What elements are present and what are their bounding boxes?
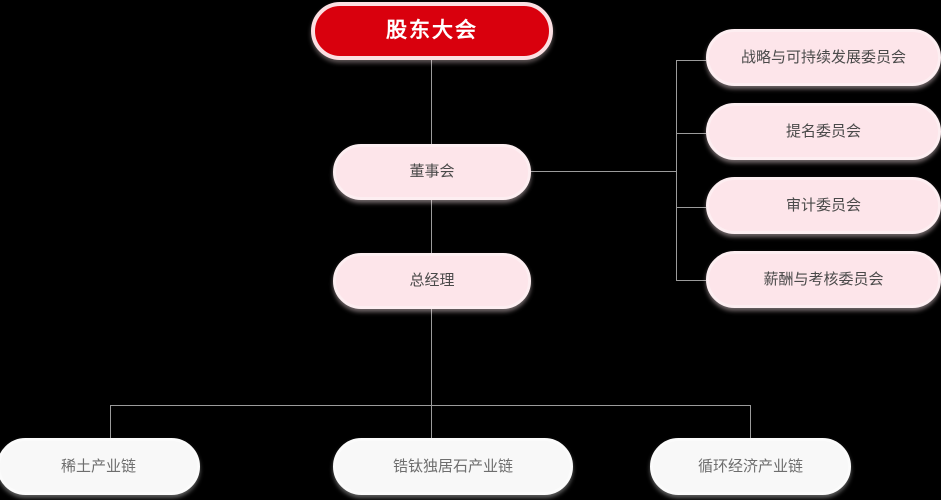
connector-stub-committee-1	[676, 60, 706, 61]
connector-root-to-board	[431, 60, 432, 144]
node-label-committee-strategy-sustainability: 战略与可持续发展委员会	[740, 48, 906, 66]
node-board-of-directors[interactable]: 董事会	[333, 144, 531, 200]
node-committee-audit[interactable]: 审计委员会	[706, 177, 941, 234]
connector-committee-trunk	[676, 60, 677, 281]
node-label-committee-audit: 审计委员会	[785, 196, 861, 214]
node-label-committee-nomination: 提名委员会	[785, 122, 861, 140]
connector-board-to-committee-trunk	[530, 171, 676, 172]
connector-drop-chain-1	[110, 405, 111, 438]
node-label-committee-remuneration-appraisal: 薪酬与考核委员会	[763, 270, 884, 288]
connector-stub-committee-3	[676, 207, 706, 208]
node-committee-remuneration-appraisal[interactable]: 薪酬与考核委员会	[706, 251, 941, 308]
node-label-board-of-directors: 董事会	[409, 163, 455, 180]
node-label-chain-circular-economy: 循环经济产业链	[697, 457, 803, 475]
node-general-manager[interactable]: 总经理	[333, 253, 531, 309]
connector-drop-chain-3	[750, 405, 751, 438]
node-label-chain-rare-earth: 稀土产业链	[60, 457, 136, 475]
connector-gm-to-bus	[431, 309, 432, 406]
node-chain-rare-earth[interactable]: 稀土产业链	[0, 438, 200, 495]
node-label-chain-zircon-titanium-monazite: 锆钛独居石产业链	[392, 457, 513, 475]
node-chain-zircon-titanium-monazite[interactable]: 锆钛独居石产业链	[333, 438, 573, 495]
node-label-shareholders-meeting: 股东大会	[386, 19, 478, 43]
node-label-general-manager: 总经理	[409, 272, 455, 289]
connector-board-to-gm	[431, 199, 432, 254]
node-chain-circular-economy[interactable]: 循环经济产业链	[650, 438, 851, 495]
connector-bottom-bus	[110, 405, 751, 406]
node-committee-strategy-sustainability[interactable]: 战略与可持续发展委员会	[706, 29, 941, 86]
node-shareholders-meeting[interactable]: 股东大会	[311, 2, 553, 60]
node-committee-nomination[interactable]: 提名委员会	[706, 103, 941, 160]
connector-drop-chain-2	[431, 405, 432, 438]
connector-stub-committee-2	[676, 133, 706, 134]
connector-stub-committee-4	[676, 280, 706, 281]
